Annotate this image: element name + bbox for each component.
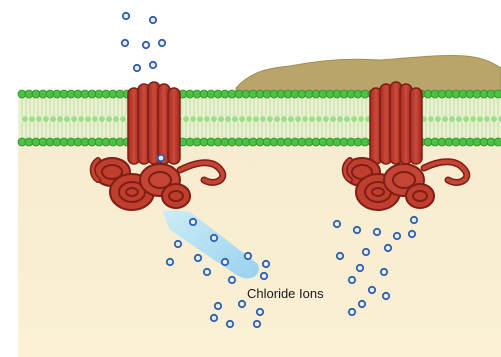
chloride-ion xyxy=(354,227,360,233)
chloride-ion xyxy=(334,221,340,227)
chloride-ion xyxy=(239,301,245,307)
chloride-ion xyxy=(167,259,173,265)
chloride-ion xyxy=(229,277,235,283)
chloride-ion xyxy=(122,40,128,46)
chloride-ion xyxy=(158,155,164,161)
chloride-ion xyxy=(143,42,149,48)
chloride-ion xyxy=(159,40,165,46)
chloride-ion xyxy=(359,301,365,307)
chloride-ion xyxy=(211,315,217,321)
chloride-ion xyxy=(349,277,355,283)
chloride-ion xyxy=(394,233,400,239)
chloride-ion xyxy=(190,219,196,225)
chloride-ion xyxy=(195,255,201,261)
chloride-ion xyxy=(150,62,156,68)
chloride-ion xyxy=(175,241,181,247)
chloride-ion xyxy=(409,231,415,237)
chloride-ion xyxy=(349,309,355,315)
chloride-ion xyxy=(357,265,363,271)
chloride-ion xyxy=(150,17,156,23)
chloride-ion xyxy=(222,259,228,265)
chloride-ion xyxy=(123,13,129,19)
chloride-ion xyxy=(215,303,221,309)
chloride-ion xyxy=(254,321,260,327)
chloride-ion xyxy=(134,65,140,71)
chloride-ion xyxy=(261,273,267,279)
chloride-ion xyxy=(245,253,251,259)
chloride-ion xyxy=(385,245,391,251)
chloride-ion xyxy=(383,293,389,299)
chloride-ion xyxy=(363,249,369,255)
chloride-ion xyxy=(211,235,217,241)
chloride-ion xyxy=(263,261,269,267)
chloride-ion xyxy=(381,269,387,275)
chloride-ion xyxy=(257,309,263,315)
lipid-bilayer xyxy=(18,90,501,146)
chloride-ion xyxy=(411,217,417,223)
chloride-ion xyxy=(369,287,375,293)
chloride-ion xyxy=(227,321,233,327)
chloride-ion xyxy=(204,269,210,275)
chloride-ion xyxy=(337,253,343,259)
chloride-ions-label: Chloride Ions xyxy=(247,286,324,301)
chloride-ion xyxy=(374,229,380,235)
